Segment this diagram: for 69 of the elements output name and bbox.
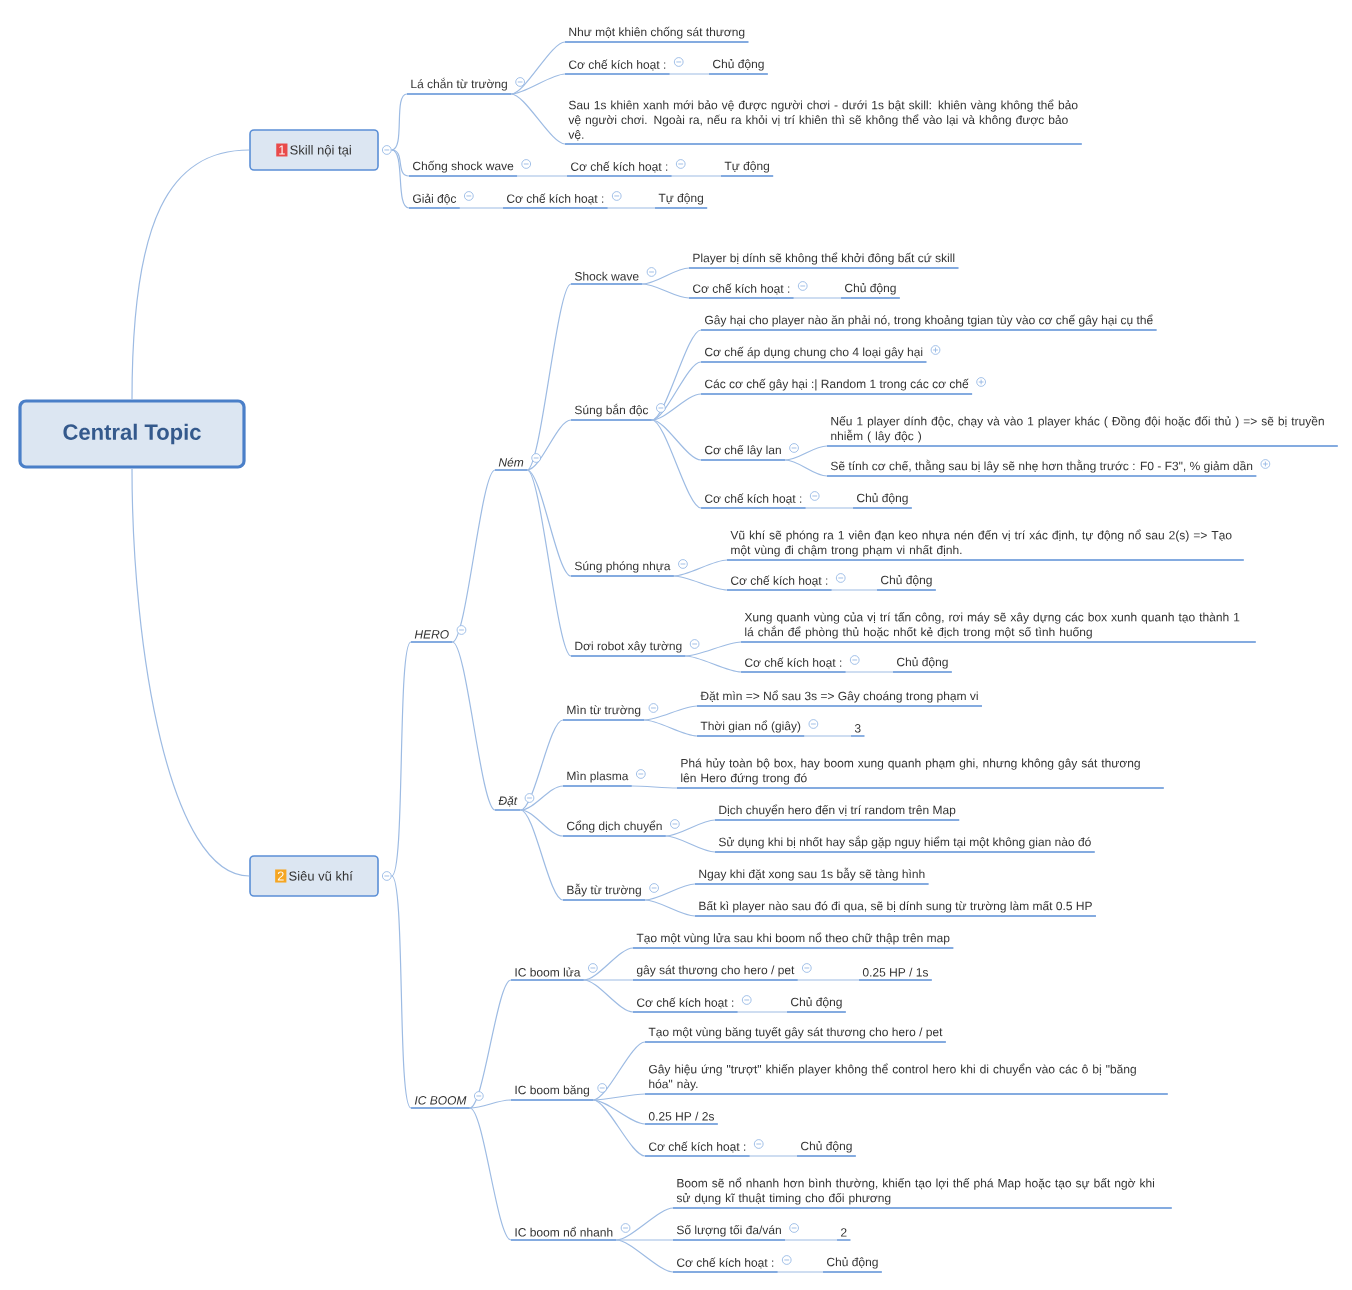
connector-line bbox=[615, 1239, 674, 1241]
connector-line bbox=[793, 297, 842, 299]
connector-line bbox=[673, 575, 728, 591]
connector-line bbox=[673, 559, 728, 577]
connector-line bbox=[592, 1099, 646, 1125]
central-topic-box: Central Topic bbox=[18, 399, 246, 469]
connector-line bbox=[845, 671, 894, 673]
connector-line bbox=[583, 979, 634, 1013]
connector-line bbox=[526, 283, 572, 471]
connector-line bbox=[510, 41, 566, 95]
connector-line bbox=[737, 1011, 788, 1013]
connector-line bbox=[526, 469, 572, 657]
connector-line bbox=[469, 1099, 512, 1109]
connector-line bbox=[615, 1207, 674, 1241]
connector-line bbox=[685, 641, 742, 657]
connector-line bbox=[519, 785, 564, 811]
connector-line bbox=[631, 785, 678, 789]
connector-line bbox=[391, 149, 410, 177]
connector-line bbox=[519, 809, 564, 837]
connector-line bbox=[651, 329, 702, 421]
connector-line bbox=[469, 1107, 512, 1241]
connector-line bbox=[665, 835, 716, 853]
connector-line bbox=[510, 73, 566, 95]
connector-line bbox=[391, 875, 412, 1109]
connector-line bbox=[391, 641, 412, 877]
connector-line bbox=[831, 589, 878, 591]
connector-line bbox=[583, 979, 634, 981]
connector-line bbox=[519, 809, 564, 901]
connector-line bbox=[641, 267, 690, 285]
connector-line bbox=[451, 641, 496, 811]
connector-line bbox=[685, 655, 742, 673]
connector-line bbox=[469, 979, 512, 1109]
connector-line bbox=[777, 1271, 824, 1273]
connector-line bbox=[391, 93, 408, 151]
connector-line bbox=[643, 705, 698, 721]
connector-line bbox=[592, 1041, 646, 1101]
connector-line bbox=[671, 175, 722, 177]
connector-line bbox=[651, 393, 702, 421]
connector-line bbox=[526, 469, 572, 577]
connector-line bbox=[651, 361, 702, 421]
connector-line bbox=[131, 149, 250, 400]
connector-line bbox=[391, 149, 410, 209]
connector-line bbox=[644, 899, 696, 917]
connector-line bbox=[803, 735, 852, 737]
connector-line bbox=[526, 419, 572, 471]
connector-line bbox=[644, 883, 696, 901]
connector-line bbox=[669, 73, 710, 75]
connector-line bbox=[510, 93, 566, 145]
connector-line bbox=[651, 419, 702, 461]
connector-line bbox=[615, 1239, 674, 1273]
connector-line bbox=[805, 507, 854, 509]
connector-line bbox=[583, 947, 634, 981]
connector-line bbox=[784, 459, 828, 477]
connector-line bbox=[459, 207, 504, 209]
connector-line bbox=[641, 283, 690, 299]
connector-line bbox=[451, 469, 496, 643]
connector-line bbox=[592, 1093, 646, 1101]
connector-line bbox=[797, 979, 860, 981]
connector-line bbox=[519, 719, 564, 811]
connector-line bbox=[131, 468, 250, 877]
connector-line bbox=[643, 719, 698, 737]
connector-line bbox=[749, 1155, 798, 1157]
connector-line bbox=[665, 819, 716, 837]
connector-line bbox=[516, 175, 568, 177]
connector-line bbox=[651, 419, 702, 509]
connector-line bbox=[607, 207, 656, 209]
connector-line bbox=[784, 1239, 838, 1241]
connector-line bbox=[592, 1099, 646, 1157]
connector-line bbox=[784, 445, 828, 461]
